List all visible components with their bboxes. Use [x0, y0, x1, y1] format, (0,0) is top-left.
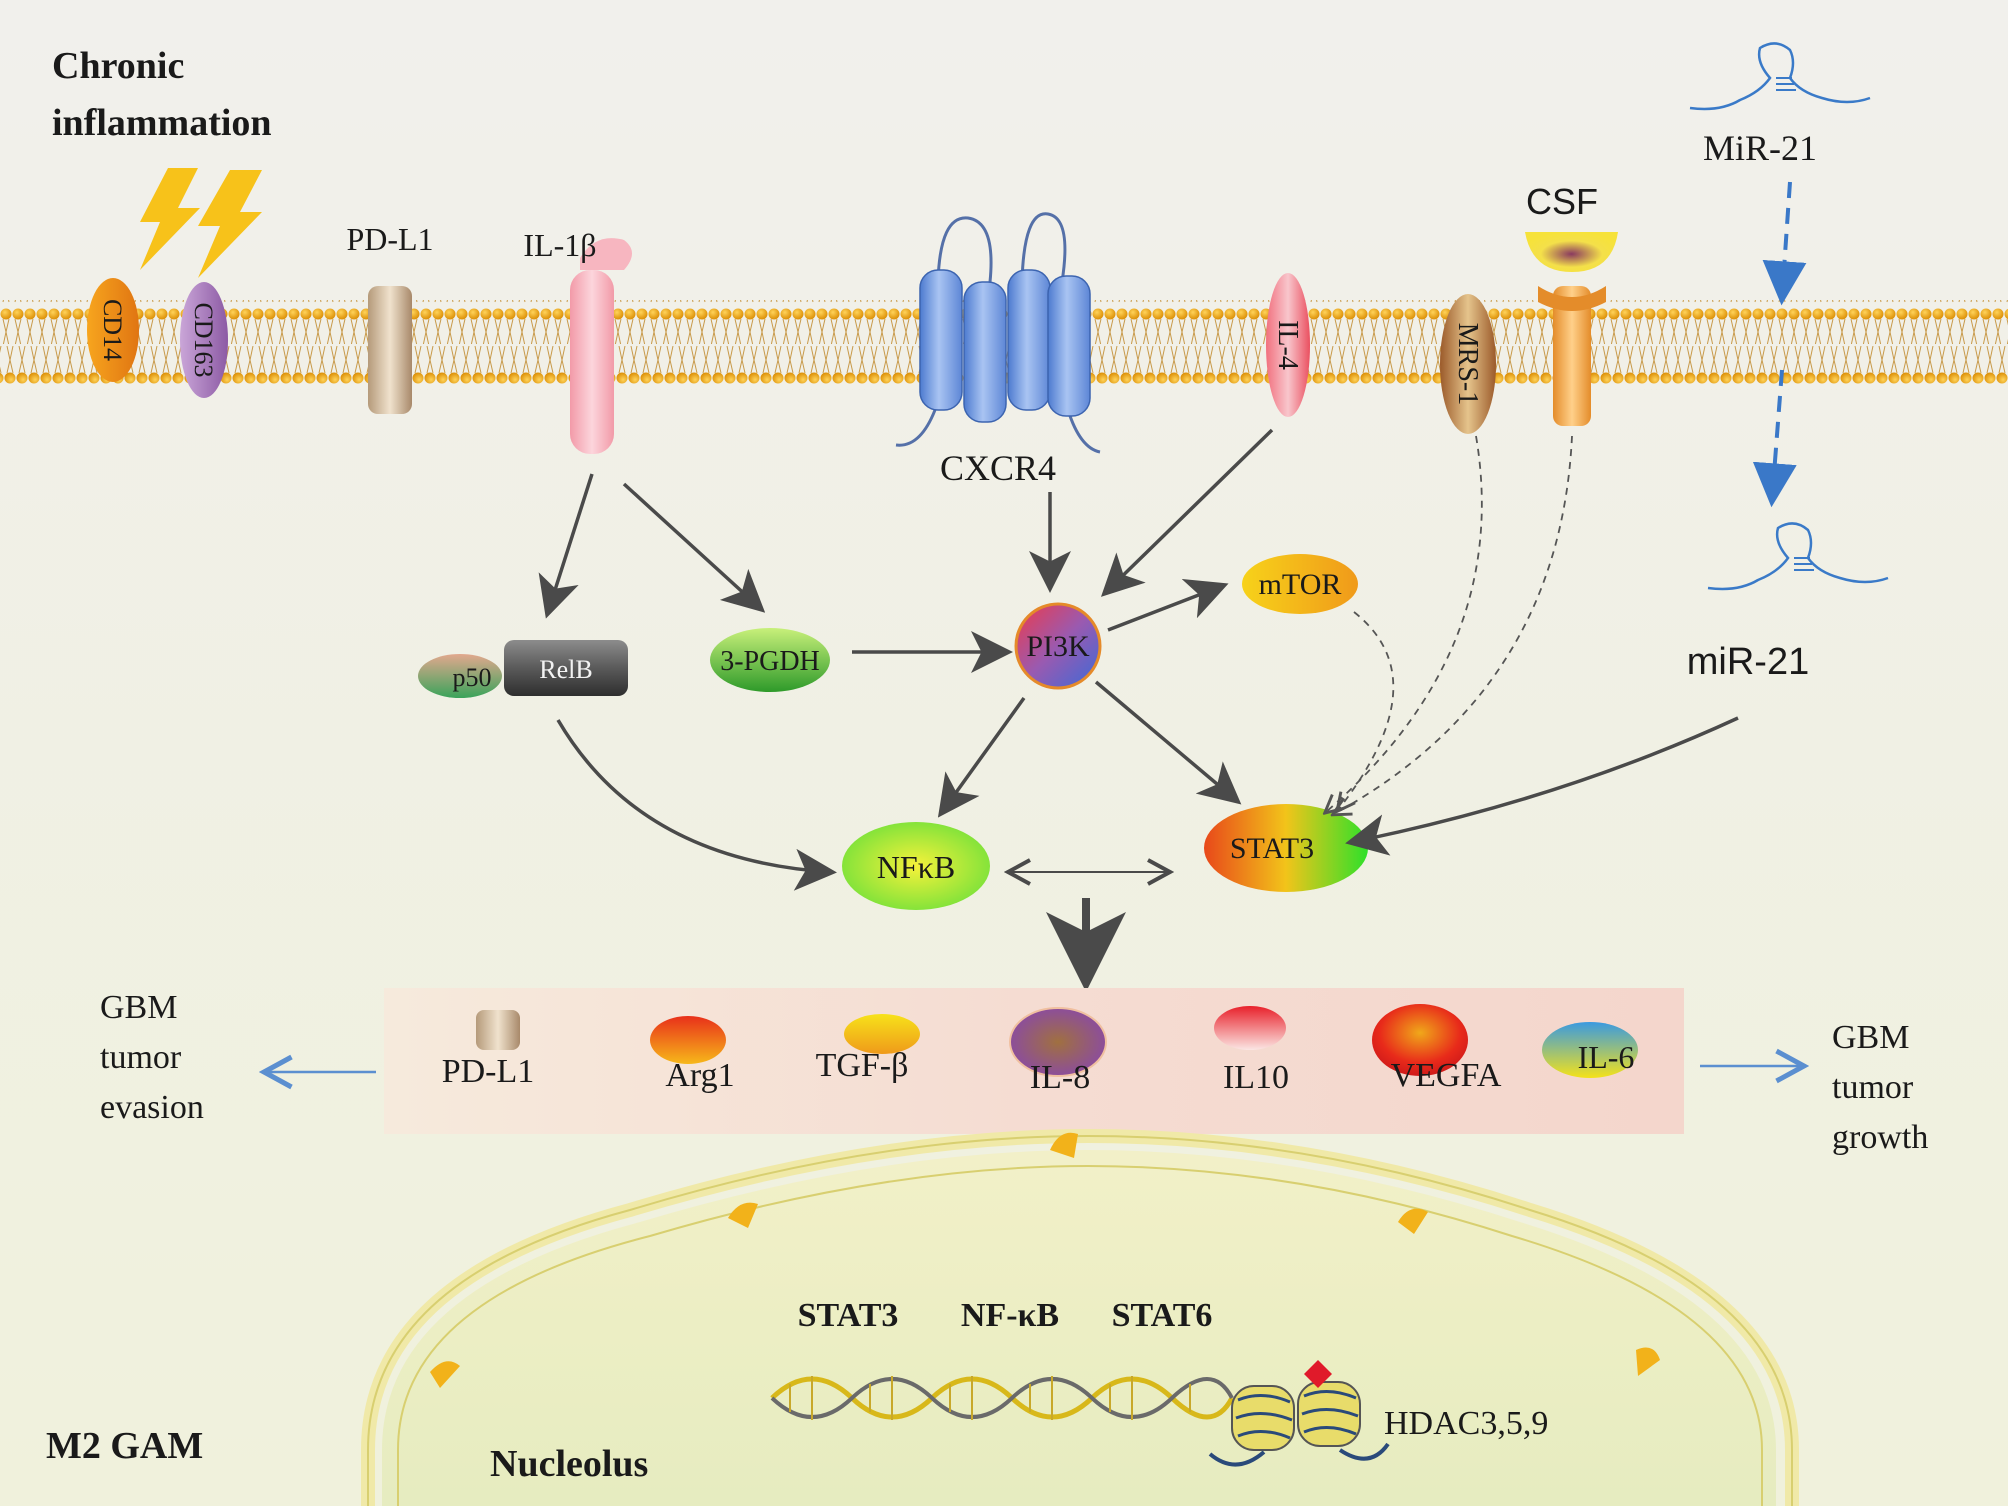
svg-text:PD-L1: PD-L1 [442, 1053, 535, 1090]
nucleosome-icon [1208, 1360, 1390, 1467]
svg-text:NFκB: NFκB [877, 849, 955, 885]
svg-text:IL-6: IL-6 [1578, 1039, 1635, 1075]
p50-relb-complex: p50 RelB [418, 640, 628, 698]
output-vegfa: VEGFA [1372, 1004, 1502, 1094]
svg-text:CXCR4: CXCR4 [940, 448, 1056, 488]
svg-text:IL10: IL10 [1223, 1059, 1289, 1096]
dna-helix-icon [770, 1376, 1235, 1420]
svg-text:STAT6: STAT6 [1112, 1297, 1213, 1334]
mir21-dashed-arrow-2 [1752, 369, 1797, 508]
svg-text:tumor: tumor [100, 1039, 182, 1076]
nucleus [361, 1128, 1799, 1506]
svg-text:RelB: RelB [539, 655, 592, 684]
svg-text:NF-κB: NF-κB [961, 1297, 1059, 1334]
svg-text:IL-8: IL-8 [1030, 1059, 1090, 1096]
nucleolus-label: Nucleolus [490, 1443, 648, 1485]
pdl1-membrane-protein: PD-L1 [346, 221, 434, 414]
lightning-bolt-icon [140, 168, 262, 278]
csf-receptor: CSF [1525, 181, 1618, 426]
svg-text:VEGFA: VEGFA [1391, 1057, 1502, 1094]
cxcr4-receptor: CXCR4 [895, 212, 1101, 488]
il1b-receptor: IL-1β [523, 227, 632, 454]
output-il10: IL10 [1214, 1006, 1289, 1096]
output-arg1: Arg1 [650, 1016, 735, 1094]
svg-text:Arg1: Arg1 [665, 1057, 734, 1094]
m2-gam-label: M2 GAM [46, 1425, 203, 1467]
mrs1-receptor: MRS-1 [1440, 294, 1496, 434]
svg-text:miR-21: miR-21 [1687, 641, 1809, 683]
svg-text:IL-4: IL-4 [1272, 320, 1303, 370]
gbm-tumor-evasion-label: GBM tumor evasion [100, 989, 204, 1126]
svg-text:STAT3: STAT3 [798, 1297, 899, 1334]
dashed-arrows-to-stat3 [1326, 435, 1573, 814]
mtor-node: mTOR [1242, 554, 1358, 614]
output-il8: IL-8 [1009, 1007, 1107, 1096]
output-pdl1: PD-L1 [442, 1010, 535, 1090]
cd14-receptor: CD14 [87, 278, 139, 382]
cd163-receptor: CD163 [180, 282, 228, 398]
svg-text:p50: p50 [453, 663, 492, 692]
svg-text:evasion: evasion [100, 1089, 204, 1126]
svg-text:MiR-21: MiR-21 [1703, 128, 1817, 168]
svg-text:3-PGDH: 3-PGDH [720, 646, 820, 677]
svg-text:mTOR: mTOR [1259, 568, 1342, 601]
svg-text:STAT3: STAT3 [1230, 832, 1314, 865]
pi3k-node: PI3K [1014, 602, 1102, 690]
svg-text:GBM: GBM [1832, 1019, 1909, 1056]
svg-text:inflammation: inflammation [52, 102, 272, 144]
svg-text:MRS-1: MRS-1 [1452, 323, 1483, 405]
signaling-arrows [538, 428, 1739, 891]
svg-text:growth: growth [1832, 1119, 1928, 1156]
mir21-hairpin-top: MiR-21 [1689, 42, 1871, 168]
svg-text:CD14: CD14 [98, 299, 127, 361]
chronic-inflammation-label: Chronic inflammation [52, 45, 272, 144]
svg-text:tumor: tumor [1832, 1069, 1914, 1106]
il4-receptor: IL-4 [1266, 273, 1310, 417]
svg-text:Chronic: Chronic [52, 45, 184, 87]
output-tgfb: TGF-β [816, 1014, 920, 1084]
nfkb-node: NFκB [842, 822, 990, 910]
gbm-tumor-growth-label: GBM tumor growth [1832, 1019, 1928, 1156]
output-il6: IL-6 [1542, 1022, 1638, 1078]
stat3-node: STAT3 [1204, 804, 1368, 892]
svg-text:CD163: CD163 [189, 302, 218, 377]
hdac-label: HDAC3,5,9 [1384, 1405, 1548, 1442]
pgdh-node: 3-PGDH [710, 628, 830, 692]
nuclear-transcription-factors: STAT3 NF-κB STAT6 [798, 1297, 1213, 1334]
mir21-hairpin-bottom: miR-21 [1687, 522, 1889, 683]
svg-text:CSF: CSF [1526, 181, 1598, 222]
mir21-dashed-arrow-1 [1762, 181, 1807, 306]
svg-text:PI3K: PI3K [1026, 630, 1090, 663]
svg-text:TGF-β: TGF-β [816, 1047, 909, 1084]
svg-text:IL-1β: IL-1β [523, 227, 596, 263]
svg-text:GBM: GBM [100, 989, 177, 1026]
svg-text:PD-L1: PD-L1 [346, 221, 433, 257]
